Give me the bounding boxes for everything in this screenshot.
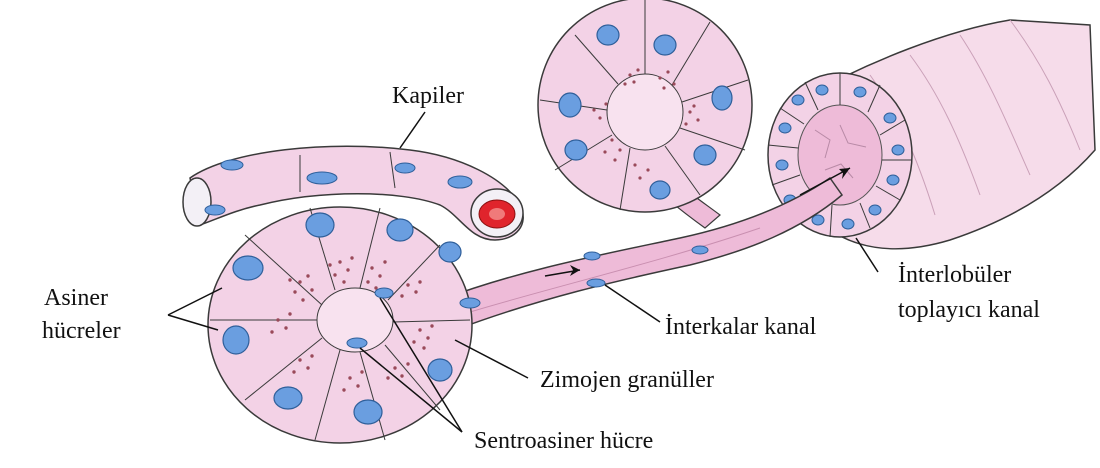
label-asiner-line2: hücreler: [42, 318, 121, 344]
label-interlobuler-line2: toplayıcı kanal: [898, 297, 1040, 323]
label-interlobuler-line1: İnterlobüler: [898, 262, 1011, 288]
upper-acinus: [538, 0, 752, 212]
interlobular-duct: [768, 20, 1095, 249]
centroacinar-cell-1: [375, 288, 393, 298]
label-zimojen: Zimojen granüller: [540, 367, 714, 393]
centroacinar-cell-2: [347, 338, 367, 348]
label-interkalar: İnterkalar kanal: [665, 314, 817, 340]
capillary-opening: [183, 178, 211, 226]
leader-kapiler: [400, 112, 425, 148]
leader-interkalar: [605, 285, 660, 322]
main-acinus: [208, 207, 480, 443]
label-asiner-line1: Asiner: [44, 285, 108, 311]
label-sentroasiner: Sentroasiner hücre: [474, 428, 653, 454]
label-kapiler: Kapiler: [392, 83, 464, 109]
